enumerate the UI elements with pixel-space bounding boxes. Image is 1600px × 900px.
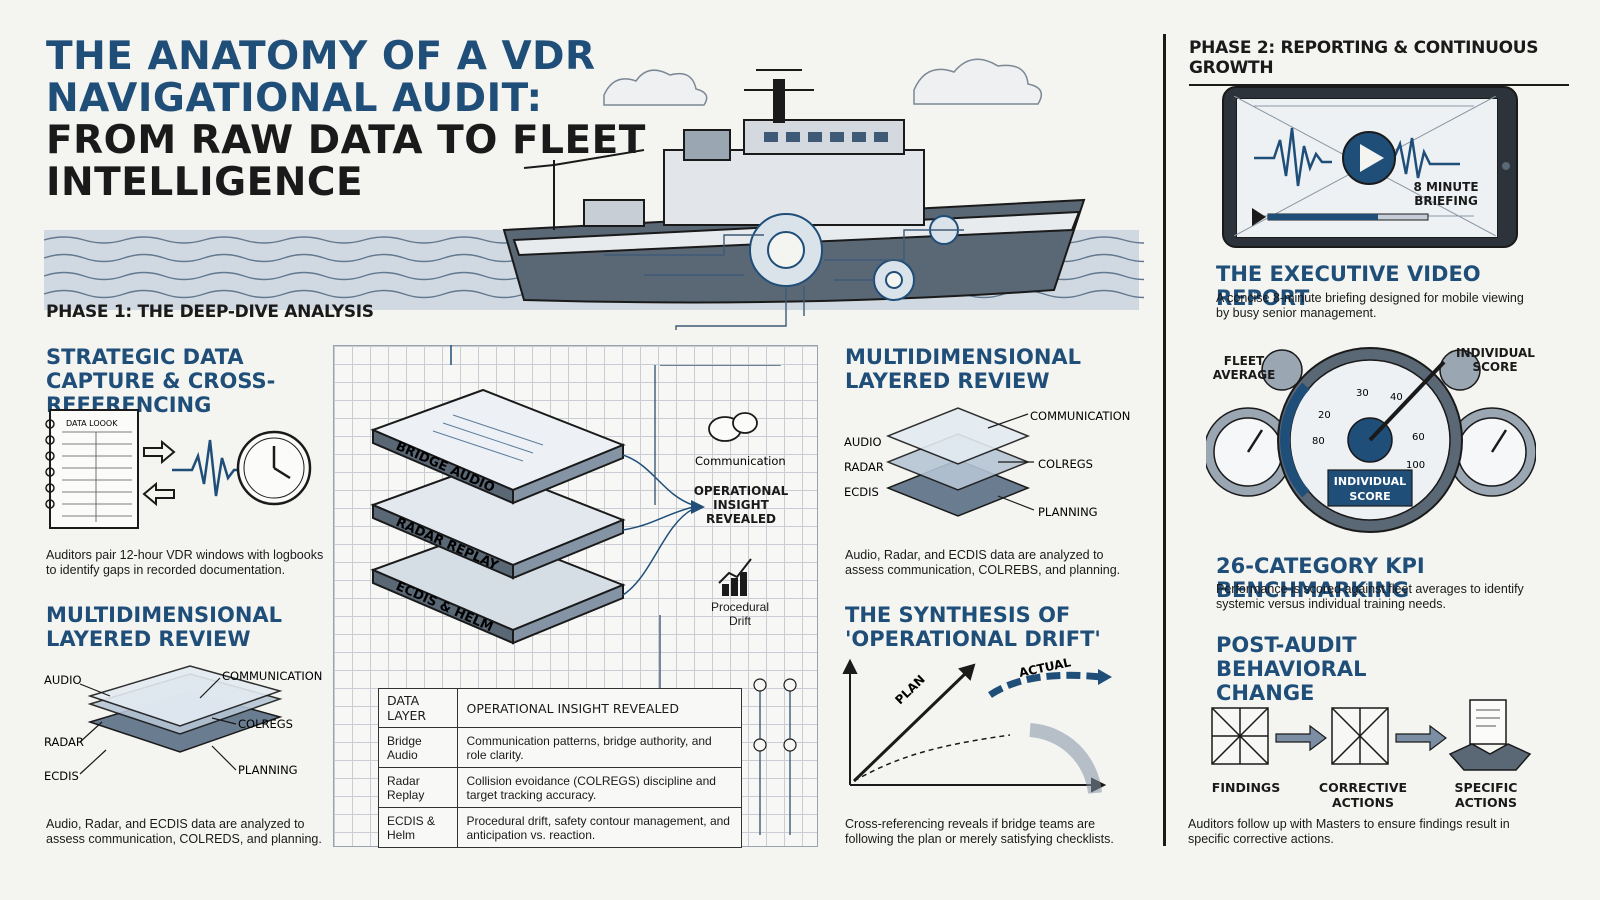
plan-label: PLAN: [892, 672, 927, 707]
corrective-actions-icon: [1331, 707, 1389, 765]
kpi-heading: 26-CATEGORY KPI BENCHMARKING: [1216, 554, 1425, 602]
kpi-gauges: 30 40 20 60 80 100 INDIVIDUAL SCORE: [1206, 347, 1536, 533]
gauge-center-label: INDIVIDUAL SCORE: [1334, 475, 1406, 503]
table-cell: Radar Replay: [377, 767, 459, 808]
svg-text:SCORE: SCORE: [1349, 490, 1390, 503]
review-right-layers: AUDIO RADAR ECDIS COMMUNICATION COLREGS …: [844, 407, 1130, 519]
waveform-icon: [172, 439, 248, 497]
label-audio: AUDIO: [844, 435, 882, 449]
handshake-document-icon: [1448, 699, 1532, 771]
actual-label: ACTUAL: [1018, 655, 1073, 680]
ship-illustration: [44, 58, 1144, 330]
video-body: A concise 8-minute briefing designed for…: [1216, 291, 1524, 320]
label-radar: RADAR: [44, 735, 84, 749]
data-layer-table: DATA LAYER OPERATIONAL INSIGHT REVEALED …: [377, 688, 742, 848]
label-ecdis: ECDIS: [844, 485, 879, 499]
play-small-icon[interactable]: [1252, 208, 1266, 226]
capture-illustration: DATA LOOOK: [45, 409, 312, 529]
table-header-row: DATA LAYER OPERATIONAL INSIGHT REVEALED: [377, 688, 742, 728]
tick-20: 20: [1318, 410, 1331, 421]
audio-layer: [885, 407, 1031, 465]
label-planning: PLANNING: [238, 763, 298, 777]
table-row: Bridge Audio Communication patterns, bri…: [377, 727, 742, 768]
phase1-label: PHASE 1: THE DEEP-DIVE ANALYSIS: [46, 302, 374, 322]
insight-label: OPERATIONAL INSIGHT REVEALED: [693, 484, 789, 526]
video-overlay-label: 8 MINUTE BRIEFING: [1413, 180, 1479, 208]
table-header: OPERATIONAL INSIGHT REVEALED: [457, 688, 742, 728]
fleet-average-label: FLEET AVERAGE: [1212, 354, 1276, 382]
review-left-body: Audio, Radar, and ECDIS data are analyze…: [46, 817, 322, 846]
findings-grid-icon: [1211, 707, 1269, 765]
communication-label: Communication: [695, 454, 786, 468]
play-button-icon[interactable]: [1342, 131, 1396, 185]
table-cell: Procedural drift, safety contour managem…: [457, 807, 742, 848]
review-left-layers: AUDIO RADAR ECDIS COMMUNICATION COLREGS …: [44, 665, 322, 783]
label-colregs: COLREGS: [238, 717, 293, 731]
gear-icon: [749, 213, 959, 301]
label-radar: RADAR: [844, 460, 884, 474]
tick-40: 40: [1390, 392, 1403, 403]
page-title: THE ANATOMY OF A VDR NAVIGATIONAL AUDIT:…: [46, 36, 646, 204]
label-colregs: COLREGS: [1038, 457, 1093, 471]
gauge-needle: [1368, 360, 1446, 442]
behavior-heading: POST-AUDIT BEHAVIORAL CHANGE: [1216, 633, 1367, 705]
review-left-heading: MULTIDIMENSIONAL LAYERED REVIEW: [46, 603, 283, 651]
waveform-icon: [1254, 127, 1460, 187]
chat-bubbles-icon: [708, 412, 758, 442]
logbook-title: DATA LOOOK: [66, 419, 118, 428]
individual-score-label: INDIVIDUAL SCORE: [1456, 346, 1535, 374]
bridge-audio-slab: [370, 388, 626, 492]
exchange-arrows-icon: [142, 439, 176, 507]
table-cell: ECDIS & Helm: [377, 807, 459, 848]
tick-80: 80: [1312, 436, 1325, 447]
kpi-body: Performance is scored against fleet aver…: [1216, 582, 1524, 611]
step-specific-actions: SPECIFIC ACTIONS: [1454, 780, 1518, 810]
drift-label: Procedural Drift: [710, 600, 770, 628]
logbook-icon: DATA LOOOK: [45, 409, 139, 529]
video-heading: THE EXECUTIVE VIDEO REPORT: [1216, 262, 1481, 310]
tick-30: 30: [1356, 388, 1369, 399]
tick-60: 60: [1412, 432, 1425, 443]
synthesis-body: Cross-referencing reveals if bridge team…: [845, 817, 1114, 846]
drift-chart-illustration: PLAN ACTUAL: [842, 655, 1112, 794]
step-findings: FINDINGS: [1211, 780, 1281, 795]
table-cell: Communication patterns, bridge authority…: [457, 727, 742, 768]
title-line-1: THE ANATOMY OF A VDR NAVIGATIONAL AUDIT:: [46, 34, 596, 121]
actual-path: [988, 671, 1103, 698]
table-cell: Collision evoidance (COLREGS) discipline…: [457, 767, 742, 808]
title-line-2: FROM RAW DATA TO FLEET INTELLIGENCE: [46, 118, 646, 205]
behavior-body: Auditors follow up with Masters to ensur…: [1188, 817, 1510, 846]
cloud-icon: [603, 58, 1043, 106]
table-header: DATA LAYER: [377, 688, 459, 728]
clock-icon: [236, 430, 312, 506]
review-right-heading: MULTIDIMENSIONAL LAYERED REVIEW: [845, 345, 1082, 393]
table-cell: Bridge Audio: [377, 727, 459, 768]
label-planning: PLANNING: [1038, 505, 1098, 519]
label-communication: COMMUNICATION: [1030, 409, 1130, 423]
drift-gauge: [1029, 723, 1102, 794]
behavior-flow: [1211, 699, 1532, 771]
phase2-label: PHASE 2: REPORTING & CONTINUOUS GROWTH: [1189, 38, 1569, 86]
growth-chart-icon: [718, 558, 752, 596]
label-communication: COMMUNICATION: [222, 669, 322, 683]
review-right-body: Audio, Radar, and ECDIS data are analyze…: [845, 548, 1121, 577]
tick-100: 100: [1406, 460, 1425, 471]
audio-layer: [87, 665, 283, 727]
label-audio: AUDIO: [44, 673, 82, 687]
tablet-home-button: [1502, 162, 1510, 170]
svg-text:INDIVIDUAL: INDIVIDUAL: [1334, 475, 1406, 488]
label-ecdis: ECDIS: [44, 769, 79, 783]
table-row: ECDIS & Helm Procedural drift, safety co…: [377, 807, 742, 848]
synthesis-heading: THE SYNTHESIS OF 'OPERATIONAL DRIFT': [845, 603, 1101, 651]
step-corrective-actions: CORRECTIVE ACTIONS: [1318, 780, 1408, 810]
arrow-right-icon: [1275, 724, 1447, 752]
video-player: [1234, 96, 1496, 236]
capture-body: Auditors pair 12-hour VDR windows with l…: [46, 548, 324, 577]
layer-stack-illustration: BRIDGE AUDIO RADAR REPLAY ECDIS & HELM C…: [370, 345, 786, 645]
column-divider: [1163, 34, 1166, 846]
table-row: Radar Replay Collision evoidance (COLREG…: [377, 767, 742, 808]
